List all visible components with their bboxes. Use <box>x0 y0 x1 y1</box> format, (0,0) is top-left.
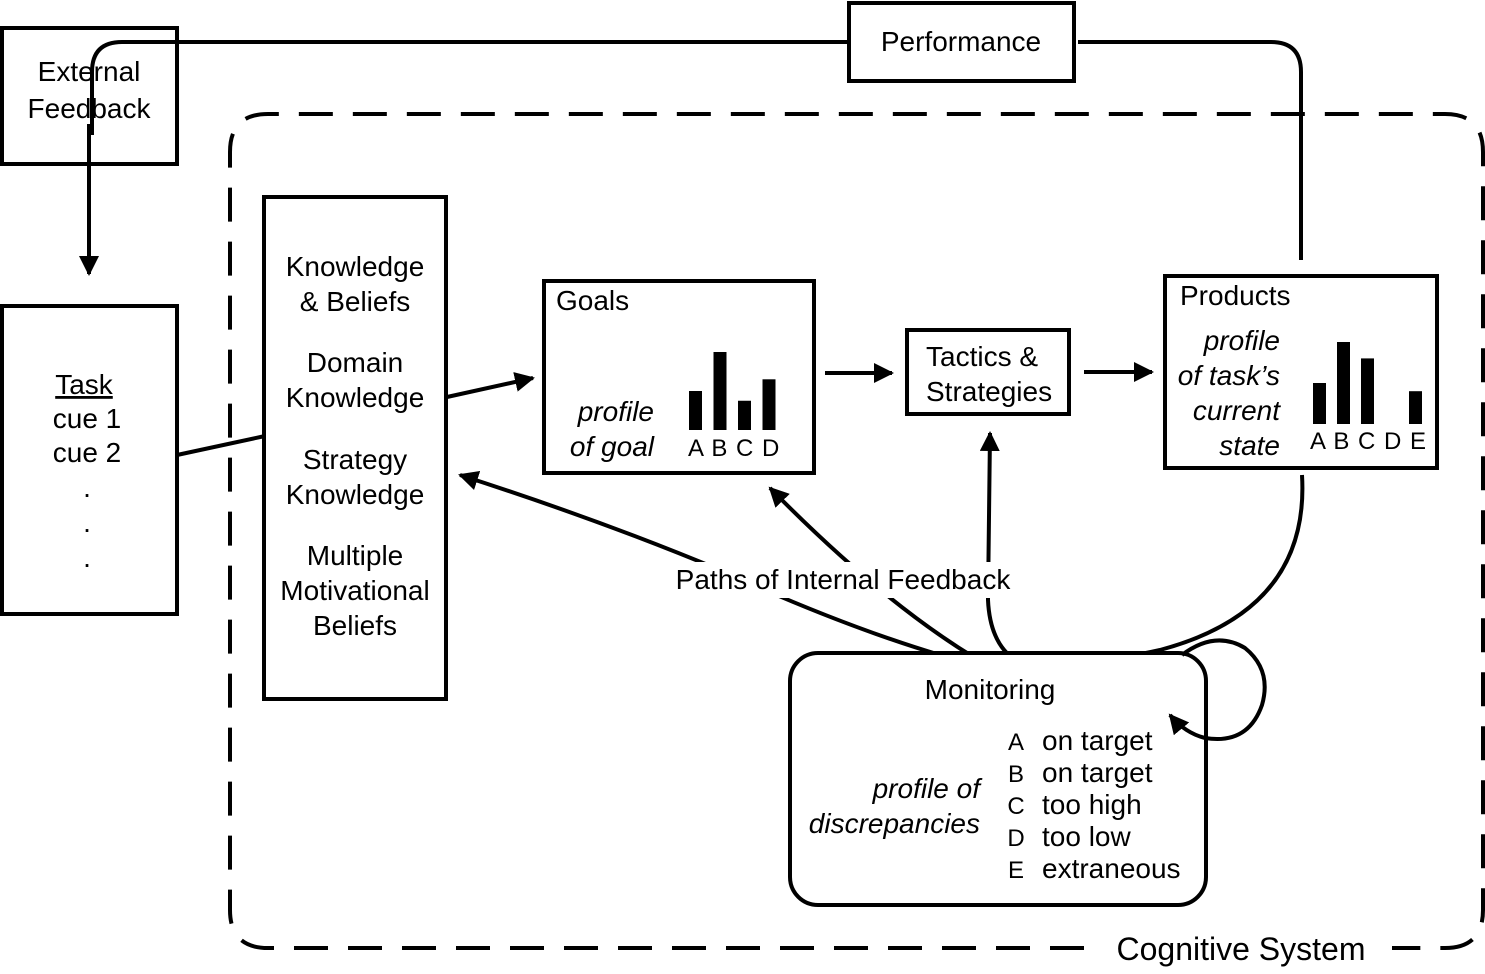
knowledge-line-9: Beliefs <box>313 610 397 641</box>
goals-bar-c <box>738 400 751 430</box>
discrepancy-status-e: extraneous <box>1042 853 1181 884</box>
products-title: Products <box>1180 280 1291 311</box>
goals-profile-line-2: of goal <box>570 431 655 462</box>
task-title: Task <box>55 369 114 400</box>
monitoring-profile-line-2: discrepancies <box>809 808 980 839</box>
discrepancy-status-b: on target <box>1042 757 1153 788</box>
products-to-monitoring-path <box>1014 474 1305 666</box>
knowledge-line-3: Domain <box>307 347 403 378</box>
goals-profile-line-1: profile <box>577 396 654 427</box>
goals-bar-chart <box>689 352 776 430</box>
products-profile-line-2: of task’s <box>1178 360 1280 391</box>
performance-loop-line <box>90 40 1303 260</box>
internal-feedback-label: Paths of Internal Feedback <box>676 564 1012 595</box>
task-box <box>0 304 179 616</box>
discrepancy-letter-d: D <box>1007 825 1024 852</box>
goals-bar-letters: A B C D <box>688 435 780 462</box>
task-ellipsis-3: . <box>83 542 91 573</box>
knowledge-line-8: Motivational <box>280 575 429 606</box>
products-box <box>1163 274 1439 470</box>
products-bar-a <box>1313 383 1326 424</box>
products-bar-b <box>1337 342 1350 424</box>
products-bar-chart <box>1313 342 1422 424</box>
goals-bar-a <box>689 391 702 430</box>
knowledge-line-5: Strategy <box>303 444 407 475</box>
goals-bar-d <box>762 379 776 430</box>
products-profile-line-3: current <box>1193 395 1281 426</box>
knowledge-line-2: & Beliefs <box>300 286 411 317</box>
tactics-line-1: Tactics & <box>926 341 1038 372</box>
discrepancy-status-c: too high <box>1042 789 1142 820</box>
goals-title: Goals <box>556 285 629 316</box>
products-bar-letters: A B C D E <box>1310 428 1427 455</box>
products-profile-line-4: state <box>1219 430 1280 461</box>
monitoring-self-loop <box>1168 638 1267 741</box>
discrepancy-letter-c: C <box>1007 793 1024 820</box>
task-ellipsis-1: . <box>83 472 91 503</box>
discrepancy-status-d: too low <box>1042 821 1131 852</box>
performance-box <box>847 1 1076 83</box>
external-feedback-label-1: External <box>38 56 141 87</box>
performance-label: Performance <box>881 26 1041 57</box>
products-profile-line-1: profile <box>1203 325 1280 356</box>
tactics-strategies-box <box>905 328 1071 416</box>
knowledge-line-7: Multiple <box>307 540 403 571</box>
task-ellipsis-2: . <box>83 507 91 538</box>
products-bar-e <box>1409 391 1422 424</box>
knowledge-line-1: Knowledge <box>286 251 425 282</box>
knowledge-to-goals-arrow <box>446 372 535 399</box>
discrepancy-letter-e: E <box>1008 857 1024 884</box>
feedback-path-to-tactics <box>979 431 1020 664</box>
monitoring-box <box>788 651 1208 907</box>
knowledge-line-6: Knowledge <box>286 479 425 510</box>
monitoring-profile-line-1: profile of <box>872 773 984 804</box>
task-to-knowledge-line <box>176 434 266 457</box>
goals-bar-b <box>713 352 727 430</box>
external-feedback-label-2: Feedback <box>28 93 152 124</box>
products-bar-c <box>1361 358 1374 424</box>
task-cue-1: cue 1 <box>53 403 122 434</box>
cognitive-system-label: Cognitive System <box>1117 931 1366 967</box>
internal-feedback-label-bg <box>667 562 1019 598</box>
discrepancy-status-a: on target <box>1042 725 1153 756</box>
task-cue-2: cue 2 <box>53 437 122 468</box>
monitoring-title: Monitoring <box>925 674 1056 705</box>
discrepancy-letter-b: B <box>1008 761 1024 788</box>
knowledge-line-4: Knowledge <box>286 382 425 413</box>
tactics-line-2: Strategies <box>926 376 1052 407</box>
goals-box <box>542 279 816 475</box>
knowledge-beliefs-box <box>262 195 448 701</box>
discrepancy-letter-a: A <box>1008 729 1024 756</box>
cognitive-system-boundary <box>228 112 1485 950</box>
